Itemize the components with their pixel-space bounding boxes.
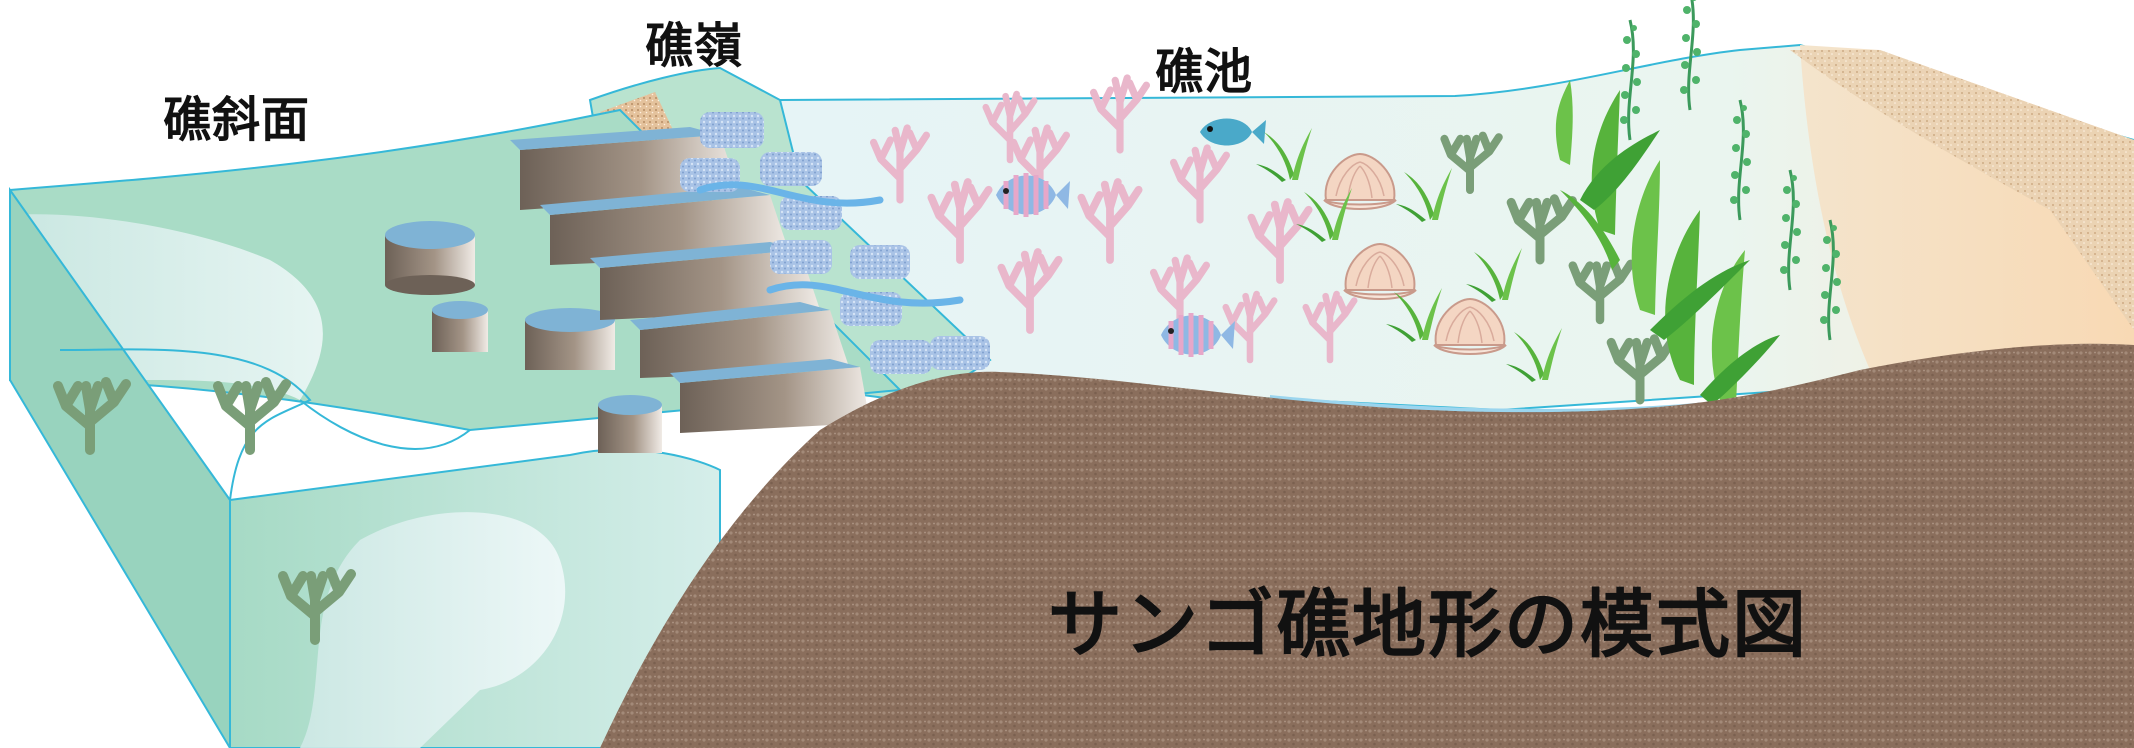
- spur-rocks: [385, 127, 870, 453]
- reef-crest-label: 礁嶺: [645, 18, 744, 74]
- wave-2: [766, 281, 964, 307]
- reef-slope-left-face: [9, 186, 231, 748]
- wave-1: [696, 181, 884, 207]
- reef-slope-label: 礁斜面: [163, 92, 311, 148]
- sediment-texture: [600, 343, 2134, 748]
- groove-bay-front: [300, 512, 566, 748]
- blue-fish-icon: [1200, 118, 1266, 146]
- tall-seagrass: [1555, 80, 1780, 405]
- groove-line-2: [299, 399, 471, 450]
- diagram-title: サンゴ礁地形の模式図: [1048, 582, 1808, 668]
- lagoon-label: 礁池: [1155, 44, 1254, 100]
- beach-sand-texture: [1790, 50, 2134, 330]
